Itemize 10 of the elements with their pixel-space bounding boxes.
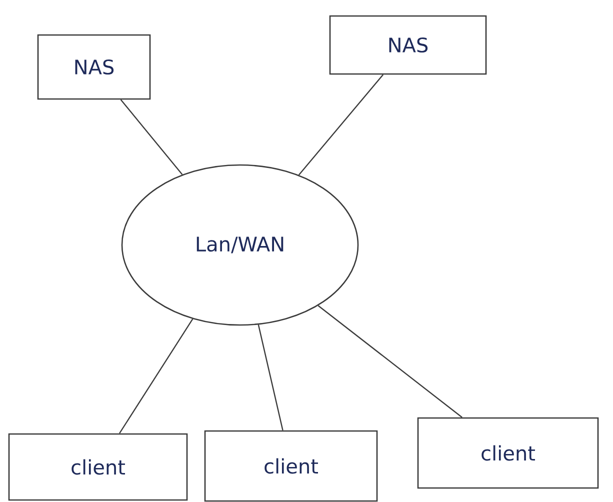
nas-box: NAS <box>329 15 487 75</box>
connector-line <box>298 74 384 176</box>
client-box: client <box>8 433 188 501</box>
client-box: client <box>417 417 599 489</box>
connector-line <box>120 99 183 175</box>
connector-line <box>258 324 284 430</box>
connector-line <box>318 305 462 418</box>
client-box: client <box>204 430 378 502</box>
connector-line <box>119 318 194 434</box>
nas-box: NAS <box>37 34 151 100</box>
